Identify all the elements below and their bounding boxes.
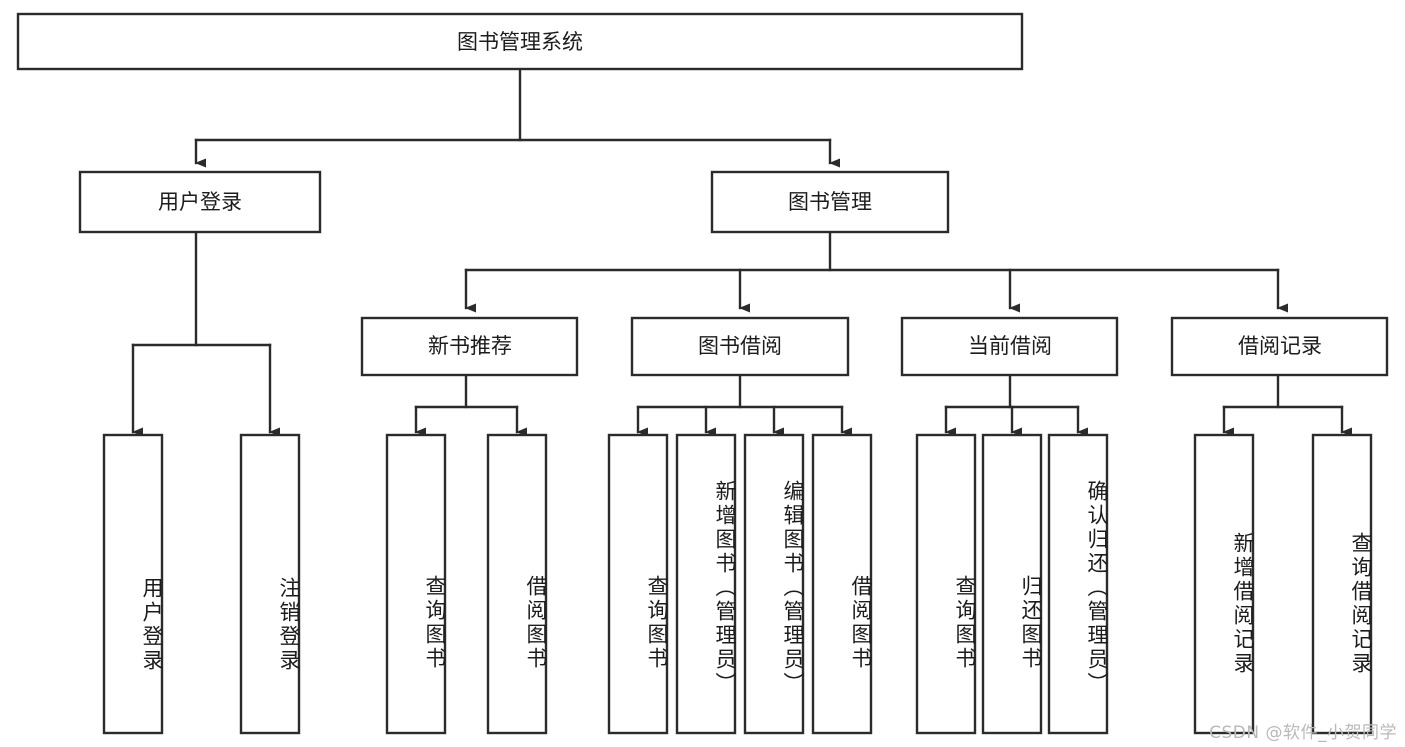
node-book-manage[interactable]: 图书管理 <box>710 170 950 234</box>
node-borrow-record[interactable]: 借阅记录 <box>1170 316 1389 377</box>
node-root-label: 图书管理系统 <box>457 30 583 54</box>
node-borrow-record-label: 借阅记录 <box>1238 334 1322 358</box>
leaf-return-book-box[interactable] <box>981 433 1043 735</box>
node-user-login[interactable]: 用户登录 <box>78 170 322 234</box>
leaf-node-group <box>102 433 1373 735</box>
leaf-borrow-book-2-box[interactable] <box>811 433 873 735</box>
node-book-manage-box[interactable] <box>710 170 950 234</box>
leaf-user-logout-box[interactable] <box>239 433 301 735</box>
connector-group-book-manage-to-level3 <box>464 230 1288 313</box>
node-root-box[interactable] <box>16 12 1024 71</box>
leaf-user-login-box[interactable] <box>102 433 164 735</box>
connector-group-borrow-record-to-leaves <box>1222 373 1352 437</box>
node-new-book-rec-box[interactable] <box>360 316 579 377</box>
csdn-watermark: CSDN @软件_小贺同学 <box>1209 723 1397 743</box>
node-user-login-box[interactable] <box>78 170 322 234</box>
node-current-borrow[interactable]: 当前借阅 <box>900 316 1119 377</box>
connector-group-new-book-rec-to-leaves <box>414 373 527 437</box>
node-book-borrow-box[interactable] <box>630 316 850 377</box>
node-current-borrow-label: 当前借阅 <box>968 334 1052 358</box>
leaf-edit-book-box[interactable] <box>743 433 805 735</box>
leaf-query-book-3-box[interactable] <box>915 433 977 735</box>
node-user-login-label: 用户登录 <box>158 190 242 214</box>
node-borrow-record-box[interactable] <box>1170 316 1389 377</box>
leaf-add-record-box[interactable] <box>1193 433 1255 735</box>
leaf-query-record-box[interactable] <box>1311 433 1373 735</box>
connector-group-user-login-to-leaves <box>131 230 280 437</box>
node-current-borrow-box[interactable] <box>900 316 1119 377</box>
node-new-book-rec[interactable]: 新书推荐 <box>360 316 579 377</box>
connector-group-current-borrow-to-leaves <box>944 373 1088 437</box>
connector-group-book-borrow-to-leaves <box>636 373 852 437</box>
node-new-book-rec-label: 新书推荐 <box>428 334 512 358</box>
node-book-manage-label: 图书管理 <box>788 190 872 214</box>
leaf-borrow-book-1-box[interactable] <box>486 433 548 735</box>
leaf-query-book-1-box[interactable] <box>385 433 447 735</box>
node-root[interactable]: 图书管理系统 <box>16 12 1024 71</box>
leaf-confirm-return-box[interactable] <box>1047 433 1109 735</box>
node-book-borrow-label: 图书借阅 <box>698 334 782 358</box>
leaf-query-book-2-box[interactable] <box>607 433 669 735</box>
connector-group-root-to-level2 <box>194 67 840 168</box>
leaf-add-book-box[interactable] <box>675 433 737 735</box>
node-book-borrow[interactable]: 图书借阅 <box>630 316 850 377</box>
